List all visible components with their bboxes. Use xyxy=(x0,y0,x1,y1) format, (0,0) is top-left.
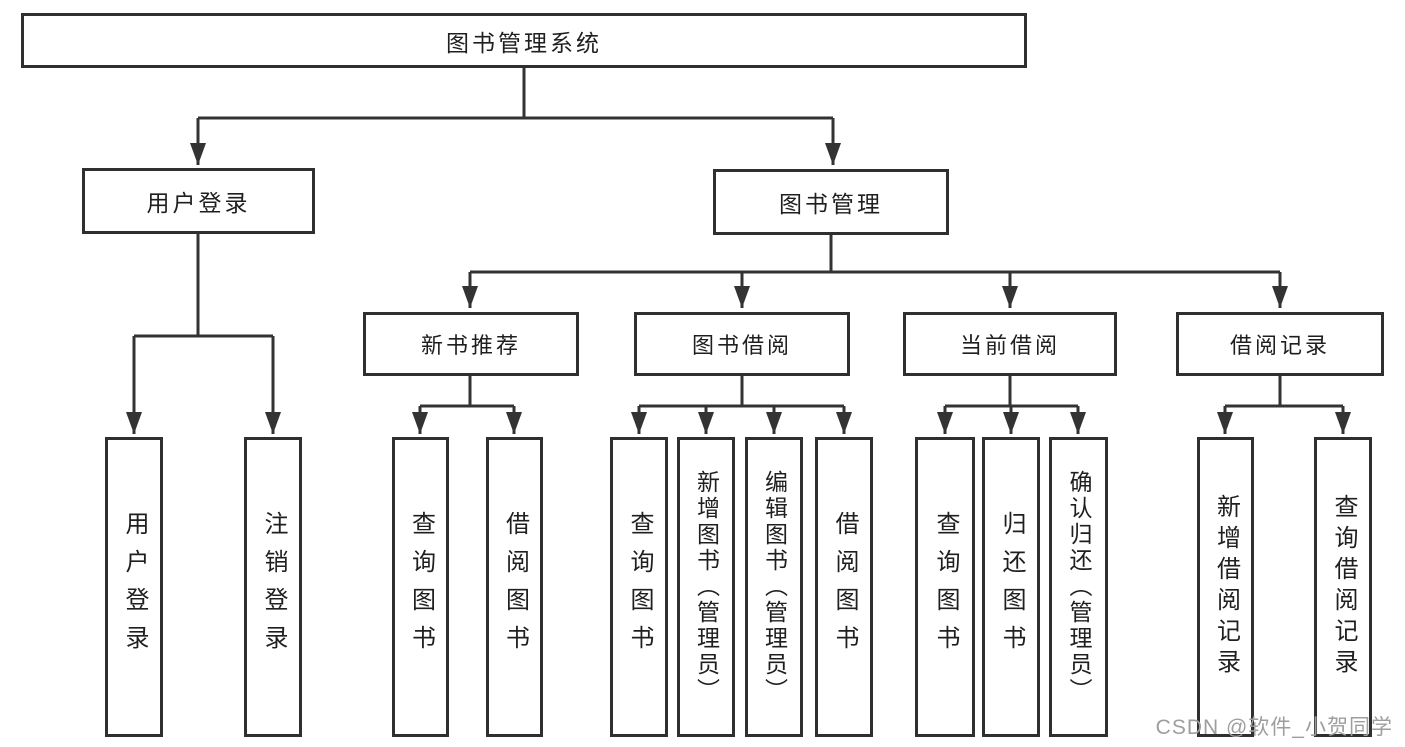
leaf-cb-confirm-return-admin: 确认归还（管理员） xyxy=(1049,437,1108,737)
node-book-borrowing: 图书借阅 xyxy=(634,312,850,376)
leaf-cb-confirm-return-admin-label: 确认归还（管理员） xyxy=(1066,470,1092,704)
node-user-login: 用户登录 xyxy=(82,168,315,234)
node-root-label: 图书管理系统 xyxy=(446,29,602,56)
watermark: CSDN @软件_小贺同学 xyxy=(1155,716,1393,739)
node-borrowing-records: 借阅记录 xyxy=(1176,312,1384,376)
leaf-bb-add-book-admin: 新增图书（管理员） xyxy=(677,437,735,737)
leaf-nb-query-book-label: 查询图书 xyxy=(407,511,435,663)
node-root: 图书管理系统 xyxy=(21,13,1027,68)
leaf-br-query-record: 查询借阅记录 xyxy=(1314,437,1372,737)
node-new-book-recommendation: 新书推荐 xyxy=(363,312,579,376)
node-current-borrowing: 当前借阅 xyxy=(903,312,1117,376)
node-book-management: 图书管理 xyxy=(713,169,949,235)
node-borrowing-records-label: 借阅记录 xyxy=(1229,333,1330,358)
leaf-bb-borrow-book: 借阅图书 xyxy=(815,437,873,737)
leaf-cb-query-book-label: 查询图书 xyxy=(932,511,959,663)
leaf-cb-return-book: 归还图书 xyxy=(982,437,1040,737)
leaf-logout: 注销登录 xyxy=(244,437,302,737)
leaf-cb-query-book: 查询图书 xyxy=(915,437,975,737)
leaf-br-query-record-label: 查询借阅记录 xyxy=(1330,494,1357,680)
leaf-bb-query-book: 查询图书 xyxy=(610,437,668,737)
leaf-br-add-record-label: 新增借阅记录 xyxy=(1212,494,1240,680)
leaf-logout-label: 注销登录 xyxy=(260,511,287,663)
leaf-user-login: 用户登录 xyxy=(105,437,163,737)
node-book-management-label: 图书管理 xyxy=(779,191,883,217)
node-book-borrowing-label: 图书借阅 xyxy=(691,333,792,358)
node-user-login-label: 用户登录 xyxy=(146,190,251,216)
leaf-user-login-label: 用户登录 xyxy=(121,511,148,663)
leaf-bb-edit-book-admin: 编辑图书（管理员） xyxy=(745,437,803,737)
leaf-bb-borrow-book-label: 借阅图书 xyxy=(831,511,858,663)
leaf-bb-query-book-label: 查询图书 xyxy=(626,511,653,663)
leaf-cb-return-book-label: 归还图书 xyxy=(998,511,1025,663)
leaf-nb-query-book: 查询图书 xyxy=(392,437,449,737)
node-current-borrowing-label: 当前借阅 xyxy=(959,333,1060,358)
leaf-nb-borrow-book-label: 借阅图书 xyxy=(501,511,529,663)
leaf-nb-borrow-book: 借阅图书 xyxy=(486,437,543,737)
leaf-bb-add-book-admin-label: 新增图书（管理员） xyxy=(693,470,720,704)
leaf-bb-edit-book-admin-label: 编辑图书（管理员） xyxy=(761,470,788,704)
leaf-br-add-record: 新增借阅记录 xyxy=(1197,437,1254,737)
node-new-book-recommendation-label: 新书推荐 xyxy=(420,333,521,358)
